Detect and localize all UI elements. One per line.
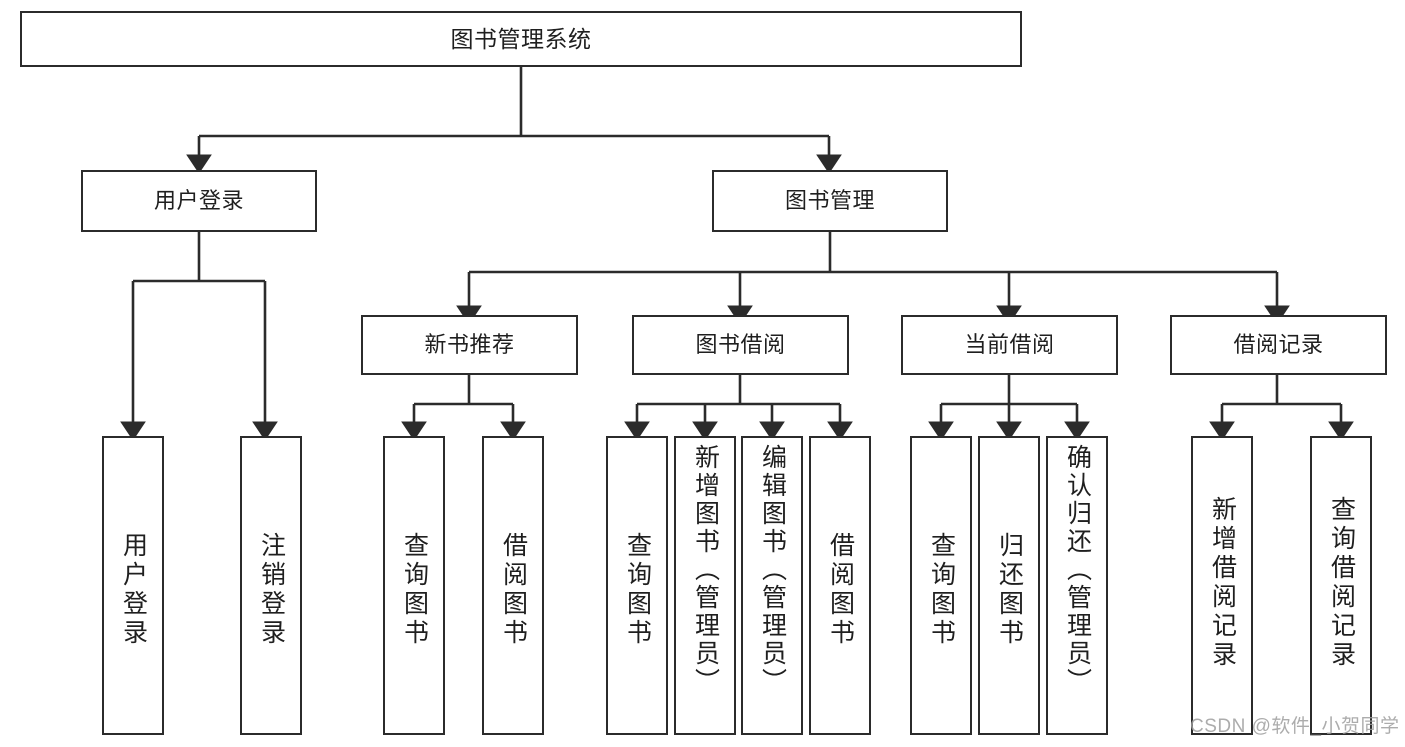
- node-label: 新书推荐: [424, 332, 515, 358]
- node-label: 当前借阅: [964, 332, 1055, 358]
- node-label: 图书管理系统: [450, 25, 592, 52]
- leaf-book-borrow-borrow[interactable]: 借阅图书: [809, 436, 871, 735]
- node-label: 查询借阅记录: [1327, 496, 1356, 670]
- leaf-current-borrow-confirm[interactable]: 确认归还（管理员）: [1046, 436, 1108, 735]
- leaf-user-login-login[interactable]: 用户登录: [102, 436, 164, 735]
- node-label: 借阅记录: [1233, 332, 1324, 358]
- node-label: 归还图书: [995, 532, 1024, 648]
- leaf-book-borrow-edit[interactable]: 编辑图书（管理员）: [741, 436, 803, 735]
- node-label: 借阅图书: [826, 532, 855, 648]
- node-label: 查询图书: [400, 532, 429, 648]
- node-label: 借阅图书: [499, 532, 528, 648]
- node-root-system[interactable]: 图书管理系统: [20, 11, 1022, 67]
- node-borrow-record[interactable]: 借阅记录: [1170, 315, 1387, 375]
- leaf-current-borrow-return[interactable]: 归还图书: [978, 436, 1040, 735]
- node-label: 新增图书（管理员）: [691, 444, 720, 696]
- leaf-borrow-record-add[interactable]: 新增借阅记录: [1191, 436, 1253, 735]
- node-label: 用户登录: [119, 532, 148, 648]
- node-book-management[interactable]: 图书管理: [712, 170, 948, 232]
- node-label: 编辑图书（管理员）: [758, 444, 787, 696]
- node-user-login[interactable]: 用户登录: [81, 170, 317, 232]
- leaf-new-book-borrow[interactable]: 借阅图书: [482, 436, 544, 735]
- node-label: 用户登录: [153, 188, 244, 214]
- leaf-current-borrow-query[interactable]: 查询图书: [910, 436, 972, 735]
- leaf-book-borrow-query[interactable]: 查询图书: [606, 436, 668, 735]
- node-label: 图书管理: [784, 188, 875, 214]
- node-label: 注销登录: [257, 532, 286, 648]
- leaf-borrow-record-query[interactable]: 查询借阅记录: [1310, 436, 1372, 735]
- node-current-borrow[interactable]: 当前借阅: [901, 315, 1118, 375]
- leaf-user-login-logout[interactable]: 注销登录: [240, 436, 302, 735]
- node-label: 确认归还（管理员）: [1063, 444, 1092, 696]
- node-book-borrow[interactable]: 图书借阅: [632, 315, 849, 375]
- node-label: 查询图书: [623, 532, 652, 648]
- leaf-book-borrow-add[interactable]: 新增图书（管理员）: [674, 436, 736, 735]
- node-new-book-recommend[interactable]: 新书推荐: [361, 315, 578, 375]
- node-label: 图书借阅: [695, 332, 786, 358]
- node-label: 新增借阅记录: [1208, 496, 1237, 670]
- leaf-new-book-query[interactable]: 查询图书: [383, 436, 445, 735]
- node-label: 查询图书: [927, 532, 956, 648]
